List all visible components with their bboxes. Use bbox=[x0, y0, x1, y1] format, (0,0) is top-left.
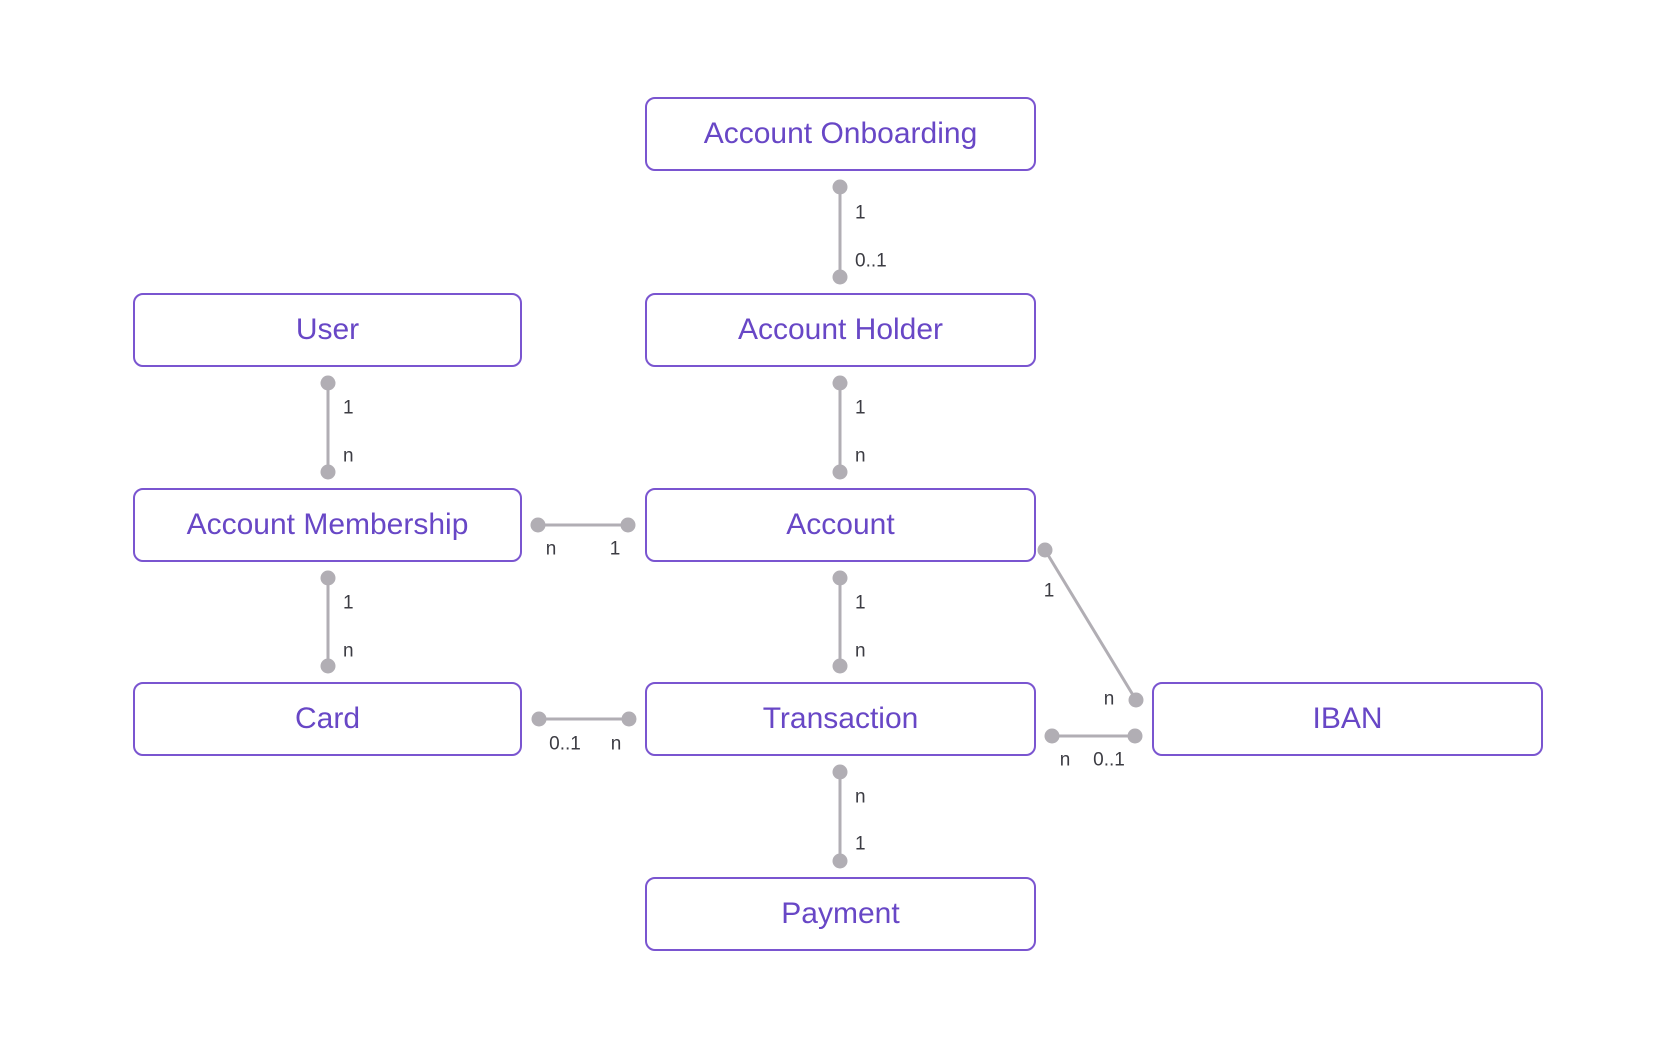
cardinality-label: n bbox=[855, 787, 866, 808]
cardinality-label: 0..1 bbox=[1093, 750, 1125, 771]
connector-endpoint-dot bbox=[531, 711, 547, 727]
connector-line bbox=[1043, 549, 1138, 701]
connector-endpoint-dot bbox=[832, 464, 848, 480]
connector-endpoint-dot bbox=[832, 269, 848, 285]
connector-endpoint-dot bbox=[1044, 728, 1060, 744]
entity-account-holder[interactable]: Account Holder bbox=[645, 293, 1036, 367]
connection-membership-card: 1 n bbox=[320, 570, 354, 674]
cardinality-label: 1 bbox=[343, 398, 354, 419]
cardinality-label: n bbox=[1104, 689, 1115, 710]
connector-endpoint-dot bbox=[1037, 542, 1053, 558]
connector-endpoint-dot bbox=[832, 179, 848, 195]
entity-label: Transaction bbox=[762, 702, 919, 735]
entity-payment[interactable]: Payment bbox=[645, 877, 1036, 951]
connection-membership-account: n 1 bbox=[530, 517, 636, 560]
connection-account-iban: 1 n bbox=[1037, 542, 1144, 710]
connector-endpoint-dot bbox=[620, 517, 636, 533]
connector-endpoint-dot bbox=[320, 375, 336, 391]
entity-label: Account Onboarding bbox=[703, 117, 978, 150]
entity-transaction[interactable]: Transaction bbox=[645, 682, 1036, 756]
cardinality-label: 1 bbox=[343, 593, 354, 614]
connector-endpoint-dot bbox=[832, 658, 848, 674]
cardinality-label: 1 bbox=[855, 593, 866, 614]
entity-label: Account Holder bbox=[737, 313, 944, 346]
connection-account-transaction: 1 n bbox=[832, 570, 866, 674]
cardinality-label: n bbox=[855, 446, 866, 467]
connector-endpoint-dot bbox=[320, 464, 336, 480]
connector-endpoint-dot bbox=[832, 764, 848, 780]
connection-transaction-iban: n 0..1 bbox=[1044, 728, 1143, 771]
connector-endpoint-dot bbox=[832, 570, 848, 586]
cardinality-label: 1 bbox=[855, 398, 866, 419]
cardinality-label: 0..1 bbox=[855, 251, 887, 272]
entity-account-membership[interactable]: Account Membership bbox=[133, 488, 522, 562]
cardinality-label: 1 bbox=[1044, 581, 1055, 602]
entity-label: IBAN bbox=[1312, 702, 1383, 735]
cardinality-label: 1 bbox=[855, 203, 866, 224]
entity-label: Account Membership bbox=[186, 508, 469, 541]
entity-user[interactable]: User bbox=[133, 293, 522, 367]
cardinality-label: 1 bbox=[855, 834, 866, 855]
entity-label: User bbox=[295, 313, 360, 346]
entity-card[interactable]: Card bbox=[133, 682, 522, 756]
connector-endpoint-dot bbox=[320, 658, 336, 674]
cardinality-label: n bbox=[546, 539, 557, 560]
connection-user-membership: 1 n bbox=[320, 375, 354, 480]
connection-transaction-payment: n 1 bbox=[832, 764, 866, 869]
connector-endpoint-dot bbox=[1128, 692, 1144, 708]
cardinality-label: n bbox=[611, 734, 622, 755]
connector-endpoint-dot bbox=[530, 517, 546, 533]
entity-account[interactable]: Account bbox=[645, 488, 1036, 562]
connection-holder-account: 1 n bbox=[832, 375, 866, 480]
connection-card-transaction: 0..1 n bbox=[531, 711, 637, 755]
connector-endpoint-dot bbox=[1127, 728, 1143, 744]
entity-account-onboarding[interactable]: Account Onboarding bbox=[645, 97, 1036, 171]
entity-label: Card bbox=[294, 702, 361, 735]
cardinality-label: n bbox=[855, 641, 866, 662]
connector-endpoint-dot bbox=[621, 711, 637, 727]
connector-endpoint-dot bbox=[832, 853, 848, 869]
cardinality-label: n bbox=[343, 446, 354, 467]
entity-label: Payment bbox=[781, 897, 900, 930]
entity-iban[interactable]: IBAN bbox=[1152, 682, 1543, 756]
cardinality-label: n bbox=[343, 641, 354, 662]
connector-endpoint-dot bbox=[832, 375, 848, 391]
connector-endpoint-dot bbox=[320, 570, 336, 586]
entity-label: Account bbox=[786, 508, 895, 541]
cardinality-label: 0..1 bbox=[549, 734, 581, 755]
cardinality-label: n bbox=[1060, 750, 1071, 771]
connection-onboarding-holder: 1 0..1 bbox=[832, 179, 887, 285]
cardinality-label: 1 bbox=[610, 539, 621, 560]
